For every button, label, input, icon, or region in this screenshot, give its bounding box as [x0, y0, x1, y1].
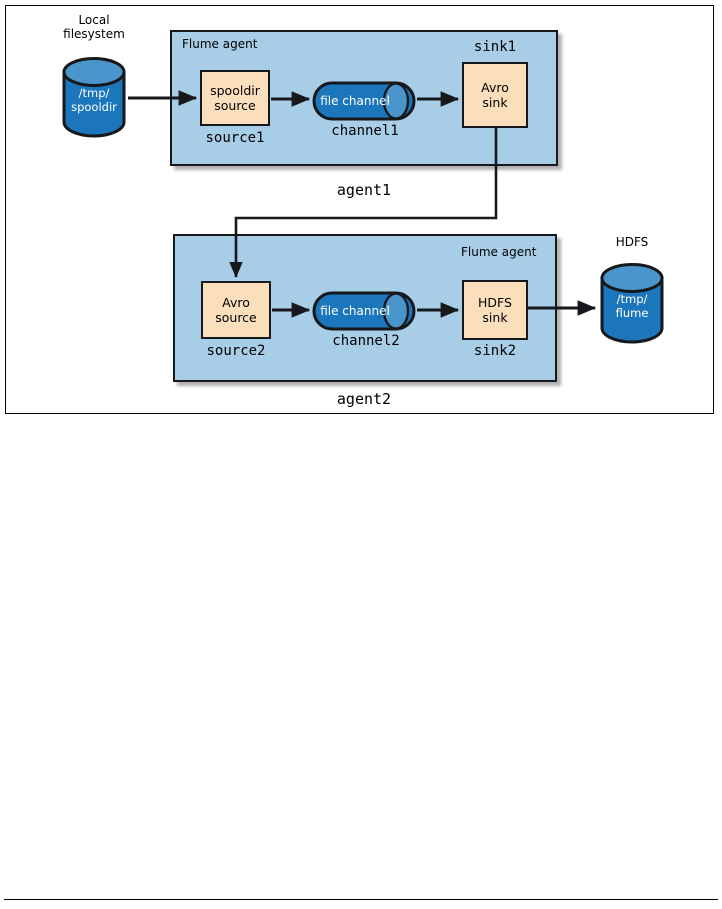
agent1-caption: agent1 [336, 181, 392, 199]
avro-source-title-line1: Avro [222, 294, 250, 310]
source1-name-label: source1 [205, 130, 265, 146]
avro-sink-box[interactable]: Avro sink [462, 62, 528, 128]
hdfs-sink-title-line2: sink [482, 310, 508, 325]
agent2-flume-agent-label: Flume agent [461, 245, 537, 259]
sink2-name-label: sink2 [473, 343, 517, 359]
avro-sink-title-line1: Avro [481, 79, 509, 95]
hdfs-cylinder[interactable]: /tmp/ flume [599, 262, 665, 344]
figure-frame: Flume agent spooldir source source1 file… [5, 5, 714, 414]
spooldir-source-box[interactable]: spooldir source [200, 70, 270, 126]
hdfs-sink-box[interactable]: HDFS sink [462, 280, 528, 340]
local-filesystem-cylinder[interactable]: /tmp/ spooldir [61, 56, 127, 138]
channel2-cylinder[interactable]: file channel [312, 291, 416, 331]
sink1-name-label: sink1 [473, 39, 517, 55]
hdfs-sink-title-line1: HDFS [478, 294, 512, 310]
avro-source-title-line2: source [215, 310, 257, 325]
channel2-name-label: channel2 [332, 333, 400, 349]
channel1-name-label: channel1 [331, 123, 399, 139]
spooldir-source-title-line2: source [214, 98, 256, 113]
avro-sink-title-line2: sink [482, 95, 508, 110]
local-filesystem-caption: Local filesystem [44, 13, 144, 42]
agent2-caption: agent2 [336, 390, 392, 408]
spooldir-source-title-line1: spooldir [210, 82, 260, 98]
source2-name-label: source2 [206, 343, 266, 359]
local-filesystem-caption-line2: filesystem [63, 27, 125, 42]
file-channel-shape-icon [312, 81, 416, 121]
database-cylinder-icon [62, 57, 126, 138]
avro-source-box[interactable]: Avro source [201, 281, 271, 339]
file-channel-shape-icon [312, 291, 416, 331]
database-cylinder-icon [600, 263, 664, 344]
local-filesystem-caption-line1: Local [78, 13, 110, 27]
page-bottom-rule [4, 899, 718, 900]
channel1-cylinder[interactable]: file channel [312, 81, 416, 121]
hdfs-caption: HDFS [615, 235, 649, 249]
agent1-flume-agent-label: Flume agent [182, 37, 258, 51]
